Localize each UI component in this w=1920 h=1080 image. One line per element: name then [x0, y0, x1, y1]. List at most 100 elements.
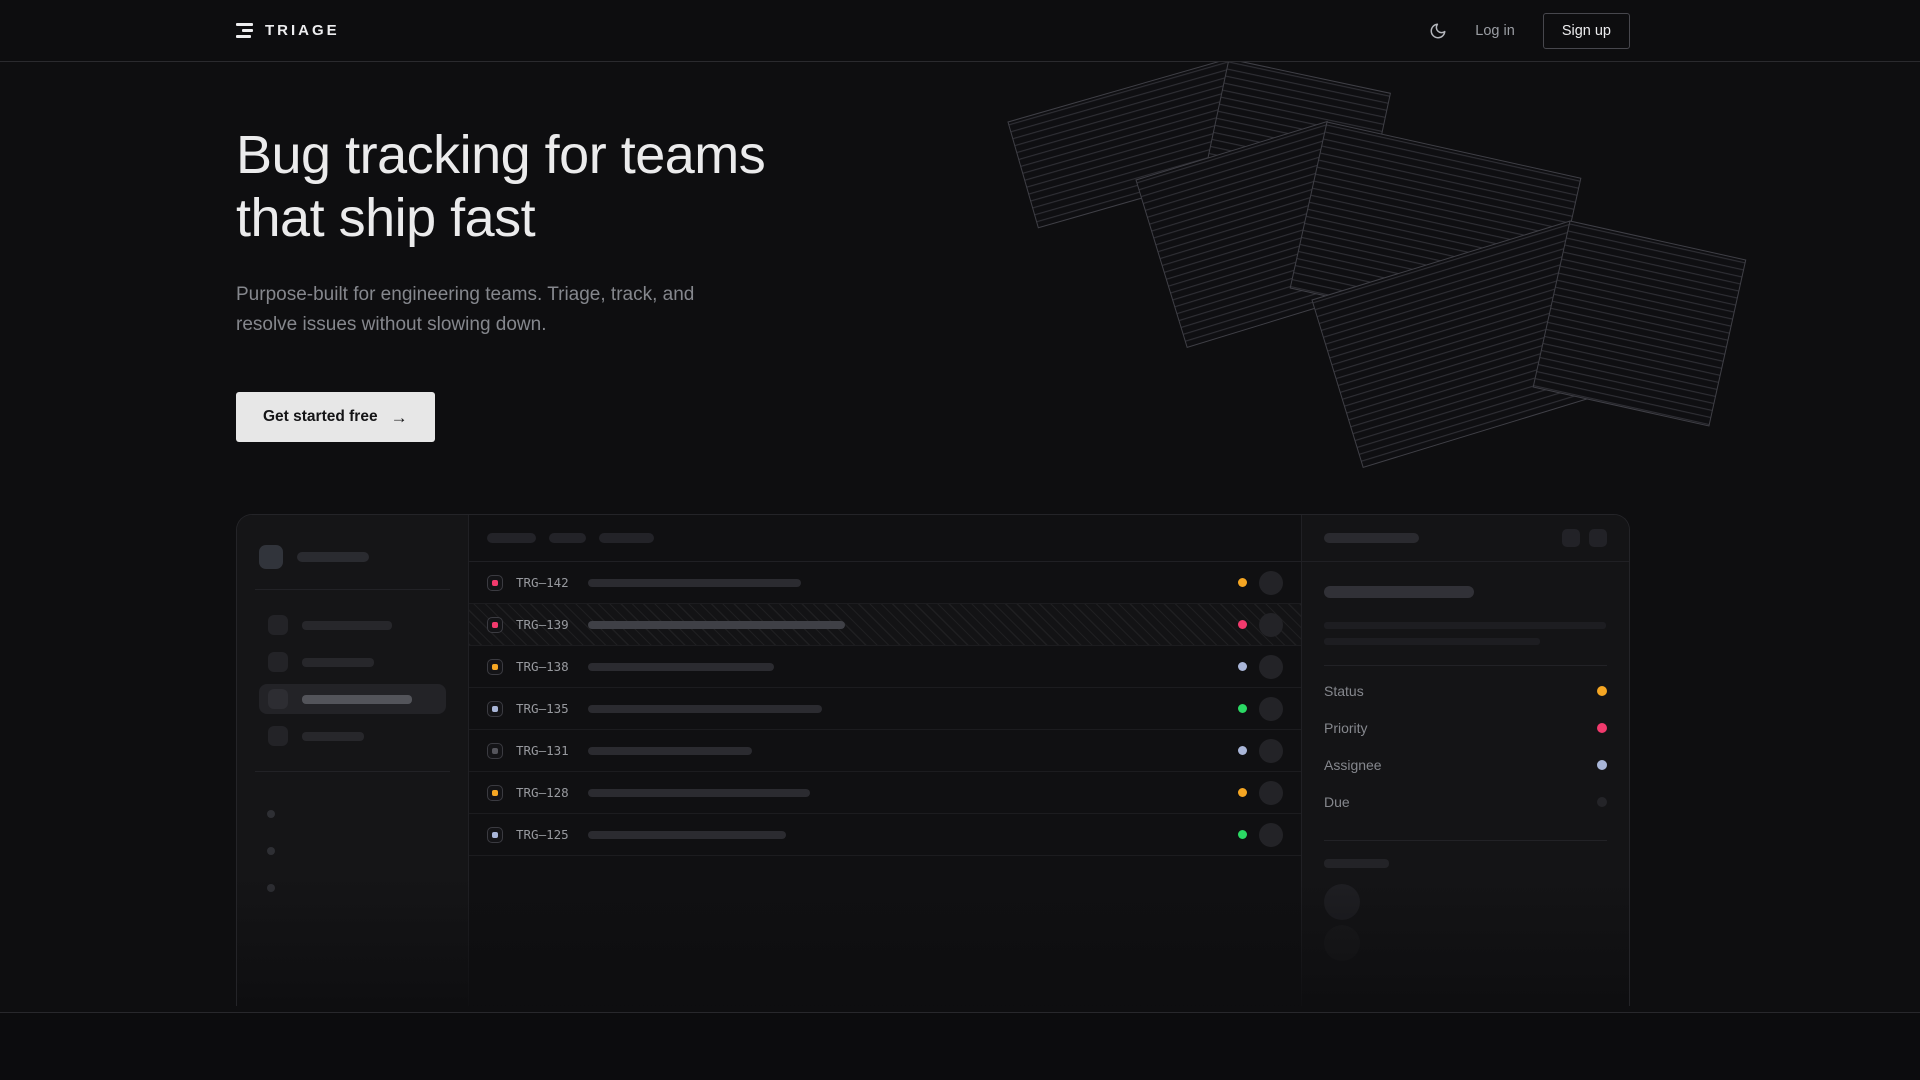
signup-button[interactable]: Sign up	[1542, 12, 1630, 49]
preview-detail-panel: Status Priority Assignee Due	[1301, 515, 1629, 1006]
hero-title: Bug tracking for teams that ship fast	[236, 125, 766, 248]
sidebar-mini-dot	[267, 847, 275, 855]
login-button[interactable]: Log in	[1475, 22, 1515, 39]
issue-type-icon	[487, 742, 503, 759]
issue-type-icon	[487, 658, 503, 675]
sidebar-mini-dot	[267, 884, 275, 892]
activity-avatar-placeholder	[1324, 884, 1360, 920]
issue-title-placeholder	[588, 830, 786, 839]
issue-status-dot	[1238, 662, 1247, 671]
issue-row[interactable]: TRG–138	[469, 646, 1301, 688]
issue-row[interactable]: TRG–139	[469, 604, 1301, 646]
arrow-right-icon: →	[390, 407, 408, 427]
detail-action-button[interactable]	[1562, 529, 1580, 547]
issue-id: TRG–138	[516, 659, 569, 674]
triage-logo-icon	[236, 22, 253, 39]
issue-type-icon	[487, 784, 503, 801]
top-navbar: TRIAGE Log in Sign up	[0, 0, 1920, 62]
issue-status-dot	[1238, 620, 1247, 629]
nav-item-label-placeholder	[302, 731, 364, 741]
issue-title-placeholder	[588, 620, 845, 629]
preview-issue-list: TRG–142 TRG–139 TRG–138 TRG–135 TRG–131	[469, 515, 1301, 1006]
field-label: Priority	[1324, 719, 1368, 736]
preview-sidebar	[237, 515, 469, 1006]
detail-action-button[interactable]	[1589, 529, 1607, 547]
nav-item-icon-placeholder	[268, 615, 288, 635]
nav-item-label-placeholder	[302, 694, 412, 704]
assignee-avatar	[1259, 738, 1283, 763]
sidebar-nav-item[interactable]	[259, 684, 446, 714]
field-value-dot	[1597, 759, 1607, 770]
detail-divider	[1324, 665, 1607, 666]
detail-title-placeholder	[1324, 533, 1419, 543]
sidebar-nav-item[interactable]	[259, 647, 446, 677]
detail-panel-header	[1302, 515, 1629, 562]
issue-list-header	[469, 515, 1301, 562]
detail-divider	[1324, 840, 1607, 841]
issue-title-placeholder	[1324, 586, 1474, 598]
list-filter-placeholder	[599, 533, 654, 543]
field-label: Status	[1324, 682, 1364, 699]
issue-type-icon	[487, 616, 503, 633]
list-filter-placeholder	[549, 533, 586, 543]
detail-field-row[interactable]: Priority	[1324, 709, 1607, 746]
issue-row[interactable]: TRG–131	[469, 730, 1301, 772]
workspace-avatar-placeholder	[259, 545, 283, 569]
issue-id: TRG–135	[516, 701, 569, 716]
nav-item-icon-placeholder	[268, 726, 288, 746]
issue-id: TRG–128	[516, 785, 569, 800]
nav-item-icon-placeholder	[268, 652, 288, 672]
sidebar-nav-item[interactable]	[259, 721, 446, 751]
moon-icon	[1430, 23, 1446, 38]
issue-title-placeholder	[588, 788, 810, 797]
issue-status-dot	[1238, 704, 1247, 713]
list-filter-placeholder	[487, 533, 536, 543]
sidebar-mini-dot	[267, 810, 275, 818]
activity-section-placeholder	[1324, 859, 1389, 868]
issue-row[interactable]: TRG–128	[469, 772, 1301, 814]
field-label: Due	[1324, 793, 1350, 810]
description-line-placeholder	[1324, 622, 1606, 629]
field-value-dot	[1597, 722, 1607, 733]
nav-item-icon-placeholder	[268, 689, 288, 709]
assignee-avatar	[1259, 822, 1283, 847]
assignee-avatar	[1259, 654, 1283, 679]
assignee-avatar	[1259, 780, 1283, 805]
issue-row[interactable]: TRG–125	[469, 814, 1301, 856]
issue-status-dot	[1238, 746, 1247, 755]
app-preview-card: TRG–142 TRG–139 TRG–138 TRG–135 TRG–131	[236, 514, 1630, 1006]
issue-title-placeholder	[588, 704, 822, 713]
get-started-button[interactable]: Get started free →	[236, 392, 435, 442]
brand-logo[interactable]: TRIAGE	[236, 22, 340, 39]
assignee-avatar	[1259, 612, 1283, 637]
workspace-name-placeholder	[297, 552, 369, 562]
hero-section: Bug tracking for teams that ship fast Pu…	[236, 62, 1630, 442]
brand-name: TRIAGE	[265, 22, 340, 39]
field-label: Assignee	[1324, 756, 1382, 773]
theme-toggle-button[interactable]	[1429, 22, 1447, 40]
sidebar-divider	[255, 771, 450, 772]
sidebar-divider	[255, 589, 450, 590]
assignee-avatar	[1259, 570, 1283, 595]
field-value-dot	[1597, 685, 1607, 696]
activity-avatar-placeholder	[1324, 925, 1360, 961]
issue-id: TRG–131	[516, 743, 569, 758]
issue-type-icon	[487, 574, 503, 591]
detail-field-row[interactable]: Status	[1324, 672, 1607, 709]
detail-field-row[interactable]: Assignee	[1324, 746, 1607, 783]
issue-title-placeholder	[588, 578, 801, 587]
issue-status-dot	[1238, 788, 1247, 797]
issue-row[interactable]: TRG–135	[469, 688, 1301, 730]
description-line-placeholder	[1324, 638, 1540, 645]
issue-status-dot	[1238, 830, 1247, 839]
hero-subtitle: Purpose-built for engineering teams. Tri…	[236, 284, 695, 335]
detail-action-buttons	[1562, 529, 1607, 547]
issue-status-dot	[1238, 578, 1247, 587]
assignee-avatar	[1259, 696, 1283, 721]
sidebar-nav-item[interactable]	[259, 610, 446, 640]
field-value-dot	[1597, 796, 1607, 807]
issue-row[interactable]: TRG–142	[469, 562, 1301, 604]
detail-field-row[interactable]: Due	[1324, 783, 1607, 820]
get-started-label: Get started free	[263, 408, 378, 425]
footer	[0, 1012, 1920, 1080]
